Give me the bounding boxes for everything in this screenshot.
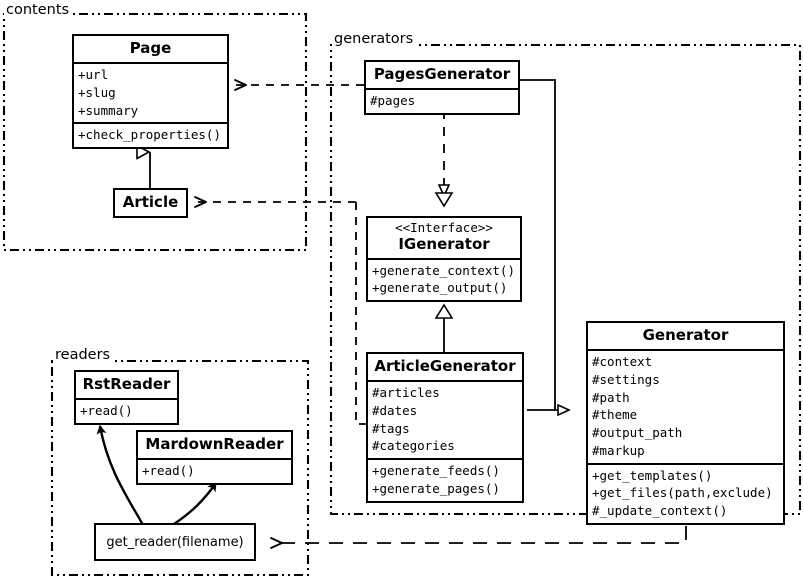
class-box-pagesgenerator[interactable]: PagesGenerator #pages xyxy=(364,60,520,115)
class-name-rstreader: RstReader xyxy=(82,375,171,393)
operation-get-templates: +get_templates() xyxy=(592,467,713,483)
package-frame-contents xyxy=(2,12,308,252)
operation-read-markdown: +read() xyxy=(142,463,195,478)
attribute-url: +url xyxy=(78,67,109,82)
class-name-page: Page xyxy=(129,39,172,57)
class-operations-igenerator: +generate_context() +generate_output() xyxy=(368,257,520,301)
operation-generate-pages: +generate_pages() xyxy=(372,480,500,496)
class-name-articlegenerator: ArticleGenerator xyxy=(374,357,516,375)
edge-getreader-to-rstreader xyxy=(96,425,145,526)
class-box-articlegenerator[interactable]: ArticleGenerator #articles #dates #tags … xyxy=(366,352,524,503)
class-attributes-generator: #context #settings #path #theme #output_… xyxy=(588,349,783,463)
package-label-readers: readers xyxy=(53,347,114,363)
arrowhead-generalization-igenerator xyxy=(434,303,454,319)
edge-generators-inner-branch xyxy=(355,202,366,425)
attribute-markup: #markup xyxy=(592,442,645,458)
function-label-get-reader: get_reader(filename) xyxy=(106,534,244,550)
package-frame-readers xyxy=(50,359,310,577)
attribute-tags: #tags xyxy=(372,420,410,436)
class-box-mardownreader[interactable]: MardownReader +read() xyxy=(136,430,293,485)
class-operations-page: +check_properties() xyxy=(74,122,227,147)
operation-generate-feeds: +generate_feeds() xyxy=(372,463,500,478)
class-box-rstreader[interactable]: RstReader +read() xyxy=(74,370,179,425)
operation-update-context: #_update_context() xyxy=(592,503,728,518)
operation-generate-output: +generate_output() xyxy=(372,280,508,296)
class-box-page[interactable]: Page +url +slug +summary +check_properti… xyxy=(72,34,229,149)
class-operations-articlegenerator: +generate_feeds() +generate_pages() xyxy=(368,458,522,501)
class-name-pagesgenerator: PagesGenerator xyxy=(373,65,511,83)
class-operations-mardownreader: +read() xyxy=(138,458,291,483)
attribute-context: #context xyxy=(592,354,653,369)
operation-generate-context: +generate_context() xyxy=(372,262,515,278)
edge-getreader-to-mardownreader xyxy=(173,482,217,525)
class-box-generator[interactable]: Generator #context #settings #path #them… xyxy=(586,321,785,525)
class-operations-rstreader: +read() xyxy=(76,398,177,423)
class-operations-generator: +get_templates() +get_files(path,exclude… xyxy=(588,462,783,523)
arrowhead-realization-igenerator xyxy=(434,192,454,208)
attribute-slug: +slug xyxy=(78,84,116,100)
function-box-get-reader[interactable]: get_reader(filename) xyxy=(94,523,256,561)
operation-check-properties: +check_properties() xyxy=(78,127,221,143)
class-attributes-articlegenerator: #articles #dates #tags #categories xyxy=(368,380,522,458)
package-label-generators: generators xyxy=(332,31,417,47)
attribute-dates: #dates xyxy=(372,402,418,418)
class-box-article[interactable]: Article xyxy=(113,188,188,218)
class-name-article: Article xyxy=(122,193,179,211)
class-attributes-page: +url +slug +summary xyxy=(74,62,227,122)
operation-read-rst: +read() xyxy=(80,403,133,418)
class-name-igenerator: IGenerator xyxy=(398,234,490,253)
package-frame-generators xyxy=(329,43,802,516)
edge-generators-inherit-generator xyxy=(520,79,569,410)
attribute-settings: #settings xyxy=(592,371,660,387)
attribute-summary: +summary xyxy=(78,102,139,118)
class-box-igenerator[interactable]: <<Interface>> IGenerator +generate_conte… xyxy=(366,216,522,302)
attribute-theme: #theme xyxy=(592,407,638,423)
attribute-path: #path xyxy=(592,389,630,405)
class-stereotype-igenerator: <<Interface>> xyxy=(395,220,493,235)
operation-get-files: +get_files(path,exclude) xyxy=(592,485,773,501)
attribute-output-path: #output_path xyxy=(592,425,683,440)
class-attributes-pagesgenerator: #pages xyxy=(366,88,518,113)
class-name-mardownreader: MardownReader xyxy=(145,435,284,453)
attribute-articles: #articles xyxy=(372,385,440,400)
class-name-generator: Generator xyxy=(642,326,729,344)
attribute-categories: #categories xyxy=(372,438,455,454)
package-label-contents: contents xyxy=(4,2,73,18)
attribute-pages: #pages xyxy=(370,93,416,108)
